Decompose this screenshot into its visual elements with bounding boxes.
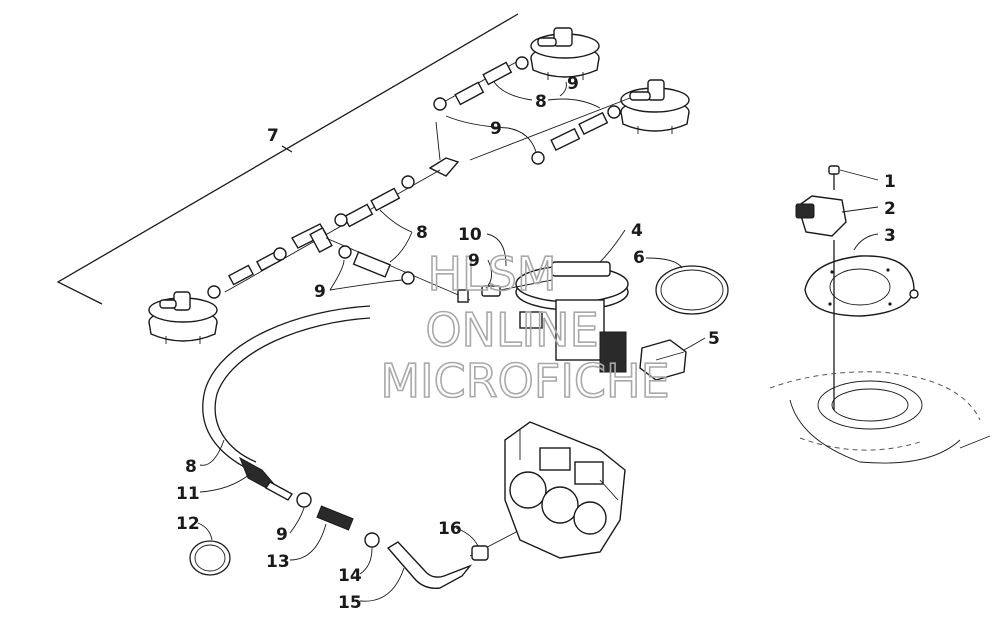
callout-15: 15 (338, 593, 362, 613)
hose-clamp-bottom (364, 532, 380, 548)
watermark-line-2: ONLINE (425, 303, 598, 357)
vent-valve-top (530, 27, 600, 80)
callout-labels: 1 2 3 4 5 6 7 8 8 8 9 9 9 9 9 10 11 12 1… (176, 74, 896, 613)
hose-clamp-lower (296, 492, 312, 508)
callout-10: 10 (458, 225, 482, 245)
watermark: HLSM ONLINE MICROFICHE (380, 246, 671, 409)
callout-7: 7 (267, 126, 279, 146)
fuel-rail-connector (469, 529, 521, 561)
callout-4: 4 (631, 221, 643, 241)
watermark-line-3: MICROFICHE (380, 354, 669, 408)
pump-bracket (795, 195, 847, 237)
fuel-pump (481, 261, 629, 373)
pump-relay (639, 339, 687, 381)
retaining-ring (189, 540, 231, 576)
callout-14: 14 (338, 566, 362, 586)
vent-hose-chain (207, 56, 631, 303)
callout-9-top: 9 (567, 74, 579, 94)
pump-o-ring (655, 265, 729, 315)
callout-13: 13 (266, 552, 290, 572)
watermark-line-1: HLSM (427, 247, 556, 301)
hose-coupler (239, 456, 294, 501)
callout-9-lower: 9 (276, 525, 288, 545)
pump-screw (828, 165, 840, 190)
callout-8-lower: 8 (185, 457, 197, 477)
callout-16: 16 (438, 519, 462, 539)
vent-valve-left (148, 291, 218, 344)
mounting-plate (804, 255, 919, 317)
vent-hose-assembly-bracket (56, 13, 519, 305)
callout-9-upper: 9 (490, 119, 502, 139)
callout-9-pump: 9 (468, 251, 480, 271)
callout-8-upper: 8 (535, 92, 547, 112)
leader-lines (197, 81, 879, 602)
callout-5: 5 (708, 329, 720, 349)
callout-12: 12 (176, 514, 200, 534)
callout-2: 2 (884, 199, 896, 219)
hose-fitting (316, 505, 354, 531)
callout-11: 11 (176, 484, 200, 504)
vent-valve-right (620, 79, 690, 134)
throttle-body-assembly (504, 421, 626, 559)
fuel-hose (202, 305, 371, 471)
short-hose (386, 541, 473, 589)
callout-1: 1 (884, 172, 896, 192)
callout-9-middle: 9 (314, 282, 326, 302)
callout-8-middle: 8 (416, 223, 428, 243)
callout-6: 6 (633, 248, 645, 268)
callout-3: 3 (884, 226, 896, 246)
fuel-tank-section (769, 371, 991, 464)
